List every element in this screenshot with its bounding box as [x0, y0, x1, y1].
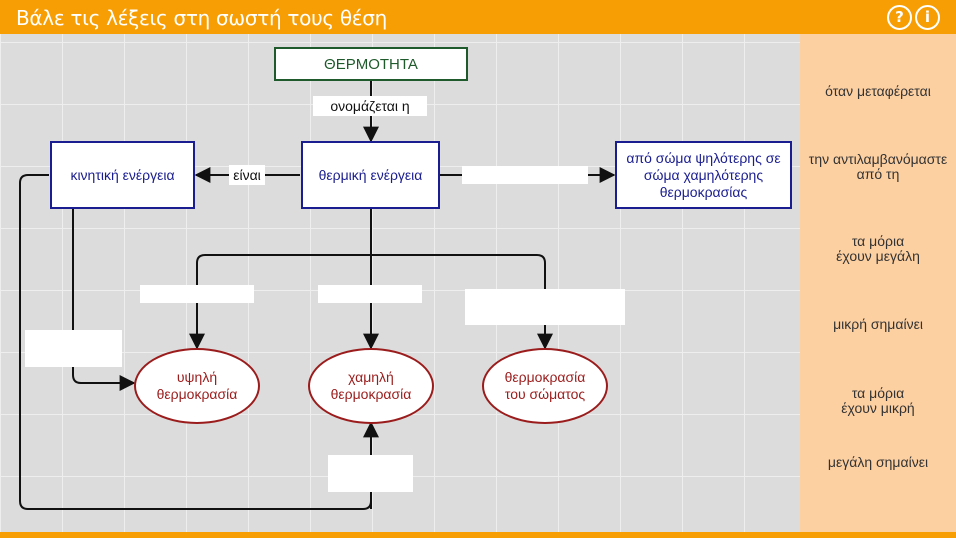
- node-kinetic-energy: κινητική ενέργεια: [50, 141, 195, 209]
- node-thermotita: ΘΕΡΜΟΤΗΤΑ: [274, 47, 468, 81]
- word-card-4[interactable]: μικρή σημαίνει: [833, 316, 923, 332]
- node-body-temperature: θερμοκρασία του σώματος: [482, 348, 608, 424]
- node-high-temperature: υψηλή θερμοκρασία: [134, 348, 260, 424]
- word-card-2[interactable]: την αντιλαμβανόμαστε από τη: [808, 151, 948, 182]
- header-bar: Βάλε τις λέξεις στη σωστή τους θέση ? i: [0, 0, 956, 34]
- word-card-6[interactable]: μεγάλη σημαίνει: [827, 454, 929, 470]
- drop-zone-kinetic-link[interactable]: [25, 330, 122, 367]
- drop-zone-transfer-link[interactable]: [462, 166, 588, 184]
- link-label-onomazetai: ονομάζεται η: [313, 96, 427, 116]
- link-label-einai: είναι: [229, 165, 265, 185]
- edge-low-to-kinetic: [19, 174, 372, 510]
- word-card-3[interactable]: τα μόρια έχουν μεγάλη: [836, 233, 920, 264]
- node-thermal-energy: θερμική ενέργεια: [301, 141, 440, 209]
- drop-zone-high-link[interactable]: [140, 285, 254, 303]
- concept-map-canvas: [0, 34, 800, 532]
- word-card-1[interactable]: όταν μεταφέρεται: [825, 83, 931, 99]
- edge-kinetic-to-high: [72, 209, 136, 391]
- drop-zone-body-link[interactable]: [465, 289, 625, 325]
- footer-bar: [0, 532, 956, 538]
- info-icon[interactable]: i: [915, 5, 940, 30]
- edge-to-body-temp: [371, 254, 553, 350]
- drop-zone-low-link[interactable]: [318, 285, 422, 303]
- help-icon[interactable]: ?: [887, 5, 912, 30]
- node-transfer-direction: από σώμα ψηλότερης σε σώμα χαμηλότερης θ…: [615, 141, 792, 209]
- word-bank-panel: όταν μεταφέρεται την αντιλαμβανόμαστε απ…: [800, 34, 956, 532]
- word-card-5[interactable]: τα μόρια έχουν μικρή: [841, 385, 915, 416]
- drop-zone-loop-link[interactable]: [328, 455, 413, 492]
- edge-to-high-temp: [189, 254, 371, 350]
- page-title: Βάλε τις λέξεις στη σωστή τους θέση: [16, 6, 388, 30]
- node-low-temperature: χαμηλή θερμοκρασία: [308, 348, 434, 424]
